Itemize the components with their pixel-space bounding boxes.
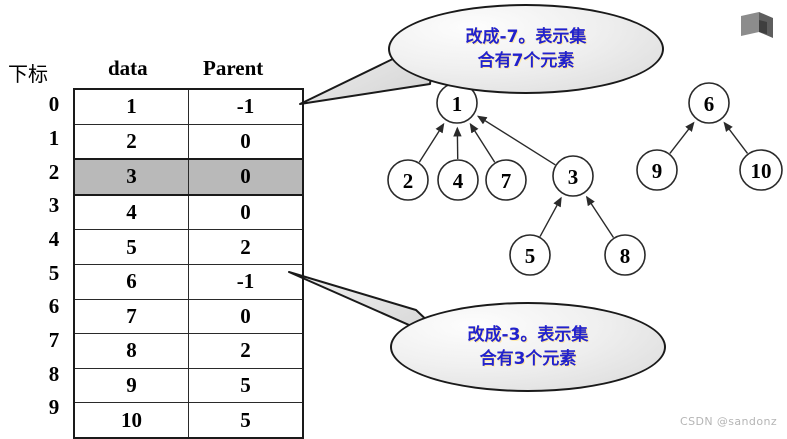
tree-edge-9-to-6 <box>670 123 694 154</box>
cell-parent: 2 <box>189 230 304 265</box>
tree-node-label: 2 <box>403 169 414 193</box>
table-row[interactable]: 1 -1 <box>74 89 303 124</box>
tree-node-7[interactable]: 7 <box>486 160 526 200</box>
table-row[interactable]: 6 -1 <box>74 264 303 299</box>
column-header-data: data <box>108 56 148 81</box>
tree-node-label: 10 <box>751 159 772 183</box>
array-panel: 下标 data Parent 0 1 2 3 4 5 6 7 8 9 1 -1 … <box>0 52 320 432</box>
callout-bubble-top[interactable]: 改成-7。表示集 合有7个元素 <box>388 4 664 94</box>
tree-node-circle <box>486 160 526 200</box>
row-index-label: 6 <box>42 294 66 319</box>
row-index-label: 1 <box>42 126 66 151</box>
column-header-parent: Parent <box>203 56 263 81</box>
tree-nodes: 1 2 4 7 3 5 8 6 9 10 <box>388 83 782 275</box>
cell-data: 5 <box>74 230 189 265</box>
tree-node-label: 3 <box>568 165 579 189</box>
tree-node-2[interactable]: 2 <box>388 160 428 200</box>
tree-edge-3-to-1 <box>478 116 555 164</box>
tree-node-3[interactable]: 3 <box>553 156 593 196</box>
cell-data: 6 <box>74 264 189 299</box>
tree-node-circle <box>605 235 645 275</box>
column-header-index: 下标 <box>8 58 48 87</box>
table-row[interactable]: 2 0 <box>74 124 303 159</box>
callout-top-line1: 改成-7。表示集 <box>466 25 587 49</box>
row-index-label: 4 <box>42 227 66 252</box>
parent-array-table: 1 -1 2 0 3 0 4 0 5 2 6 -1 <box>73 88 304 439</box>
tree-edge-10-to-6 <box>724 123 747 154</box>
cell-data: 7 <box>74 299 189 334</box>
tree-node-circle <box>689 83 729 123</box>
tree-node-label: 6 <box>704 92 715 116</box>
tree-node-9[interactable]: 9 <box>637 150 677 190</box>
cell-parent: 0 <box>189 159 304 195</box>
row-index-label: 7 <box>42 328 66 353</box>
row-index-label: 2 <box>42 160 66 185</box>
tree-node-circle <box>510 235 550 275</box>
row-index-label: 3 <box>42 193 66 218</box>
tree-node-label: 5 <box>525 244 536 268</box>
tree-node-circle <box>637 150 677 190</box>
tree-edges <box>419 116 747 237</box>
tree-node-6[interactable]: 6 <box>689 83 729 123</box>
row-index-label: 9 <box>42 395 66 420</box>
cell-parent: -1 <box>189 89 304 124</box>
tree-edge-7-to-1 <box>470 124 494 162</box>
callout-top-line2: 合有7个元素 <box>478 49 575 73</box>
table-row-highlighted[interactable]: 3 0 <box>74 159 303 195</box>
tree-edge-8-to-3 <box>587 197 614 238</box>
tree-node-circle <box>740 150 782 190</box>
cell-data: 10 <box>74 403 189 438</box>
cell-parent: 5 <box>189 368 304 403</box>
cell-parent: 2 <box>189 334 304 369</box>
callout-bubble-bottom[interactable]: 改成-3。表示集 合有3个元素 <box>390 302 666 392</box>
tree-node-label: 4 <box>453 169 464 193</box>
tree-node-circle <box>388 160 428 200</box>
row-index-label: 0 <box>42 92 66 117</box>
table-row[interactable]: 9 5 <box>74 368 303 403</box>
tree-node-circle <box>553 156 593 196</box>
cell-data: 3 <box>74 159 189 195</box>
tree-node-10[interactable]: 10 <box>740 150 782 190</box>
table-row[interactable]: 4 0 <box>74 195 303 230</box>
cell-data: 8 <box>74 334 189 369</box>
tree-node-label: 9 <box>652 159 663 183</box>
cell-data: 9 <box>74 368 189 403</box>
tree-edge-2-to-1 <box>419 124 443 162</box>
cell-parent: 0 <box>189 299 304 334</box>
row-index-label: 5 <box>42 261 66 286</box>
cube-icon <box>739 10 775 42</box>
cell-data: 1 <box>74 89 189 124</box>
callout-bottom-line2: 合有3个元素 <box>480 347 577 371</box>
tree-node-label: 8 <box>620 244 631 268</box>
cell-parent: -1 <box>189 264 304 299</box>
cell-parent: 0 <box>189 124 304 159</box>
tree-node-4[interactable]: 4 <box>438 160 478 200</box>
tree-node-label: 7 <box>501 169 512 193</box>
tree-node-circle <box>438 160 478 200</box>
tree-node-8[interactable]: 8 <box>605 235 645 275</box>
cell-parent: 0 <box>189 195 304 230</box>
table-row[interactable]: 7 0 <box>74 299 303 334</box>
watermark: CSDN @sandonz <box>680 415 777 428</box>
callout-bottom-line1: 改成-3。表示集 <box>468 323 589 347</box>
table-row[interactable]: 8 2 <box>74 334 303 369</box>
tree-node-label: 1 <box>452 92 463 116</box>
cell-parent: 5 <box>189 403 304 438</box>
cell-data: 4 <box>74 195 189 230</box>
cell-data: 2 <box>74 124 189 159</box>
table-row[interactable]: 10 5 <box>74 403 303 438</box>
row-index-label: 8 <box>42 362 66 387</box>
table-row[interactable]: 5 2 <box>74 230 303 265</box>
tree-edge-5-to-3 <box>540 198 561 237</box>
tree-node-5[interactable]: 5 <box>510 235 550 275</box>
